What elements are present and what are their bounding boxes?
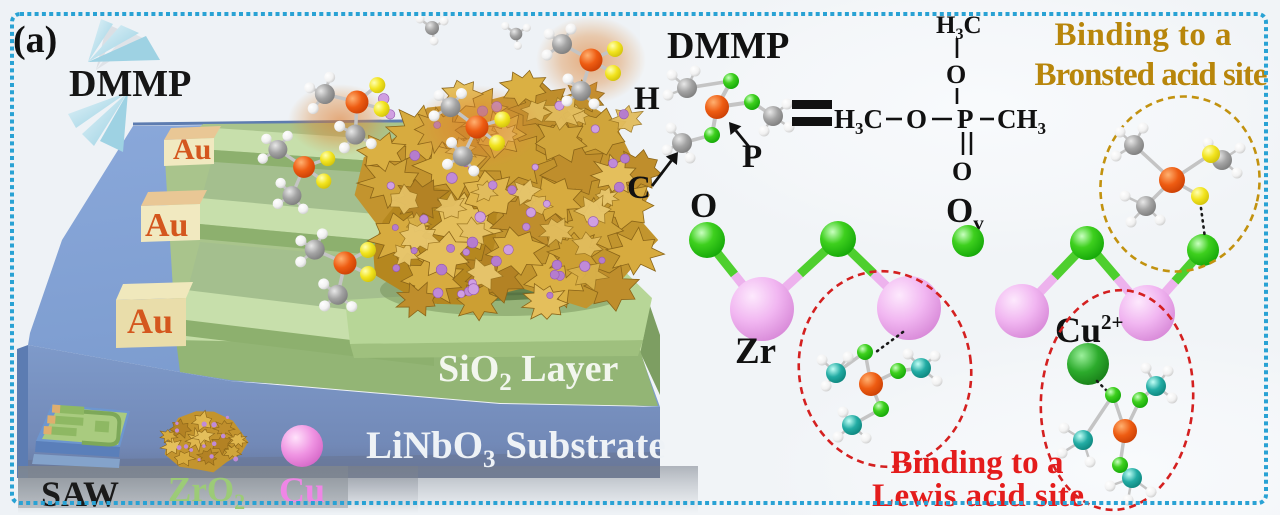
svg-text:O: O: [946, 60, 966, 89]
svg-text:O: O: [906, 104, 927, 134]
svg-text:(a): (a): [13, 19, 57, 61]
svg-text:H: H: [634, 81, 660, 117]
svg-text:SAW: SAW: [41, 474, 119, 514]
svg-text:Cu: Cu: [279, 470, 325, 510]
svg-text:SiO2 Layer: SiO2 Layer: [438, 348, 618, 396]
svg-text:ZrO2: ZrO2: [168, 470, 245, 514]
svg-text:P: P: [742, 139, 762, 175]
svg-text:DMMP: DMMP: [69, 63, 191, 105]
svg-text:Au: Au: [145, 207, 188, 244]
svg-text:Au: Au: [127, 301, 173, 341]
svg-text:Lewis acid site: Lewis acid site: [872, 478, 1084, 514]
svg-text:P: P: [957, 104, 974, 134]
svg-text:Bronsted acid site: Bronsted acid site: [1035, 57, 1268, 93]
svg-text:Au: Au: [173, 133, 211, 166]
svg-text:LiNbO3 Substrate: LiNbO3 Substrate: [366, 424, 666, 473]
svg-text:O: O: [690, 186, 717, 225]
svg-text:Zr: Zr: [735, 331, 776, 372]
svg-text:DMMP: DMMP: [667, 25, 789, 67]
svg-text:Binding to a: Binding to a: [891, 445, 1064, 481]
svg-text:Binding to a: Binding to a: [1055, 17, 1232, 53]
svg-text:C: C: [627, 170, 651, 206]
svg-text:O: O: [952, 157, 972, 186]
